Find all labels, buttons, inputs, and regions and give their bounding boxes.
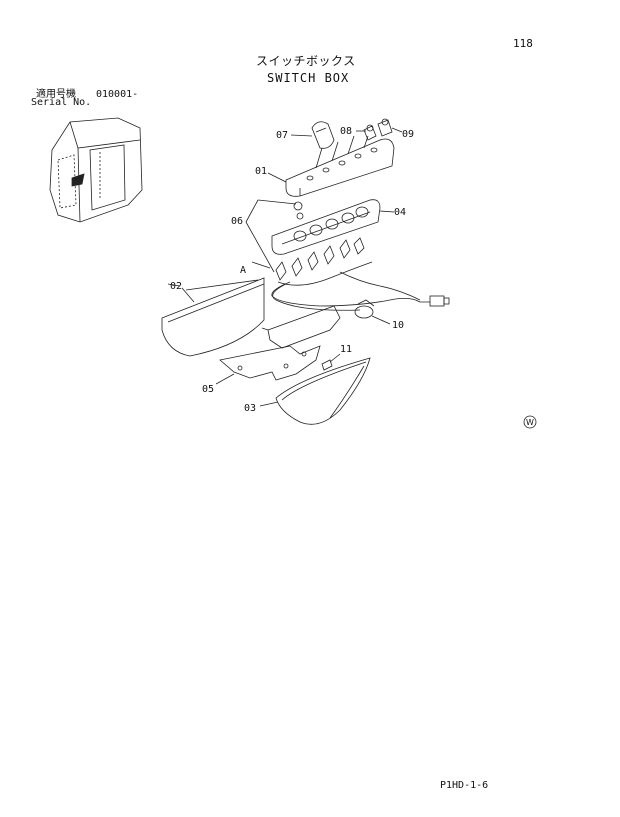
switch-bodies bbox=[275, 237, 373, 286]
callout-10: 10 bbox=[392, 320, 404, 331]
part-06-leader bbox=[245, 199, 297, 273]
callout-view-a: A bbox=[240, 265, 246, 276]
page-number: 118 bbox=[513, 37, 533, 50]
callout-09: 09 bbox=[402, 129, 414, 140]
serial-number: 010001- bbox=[96, 89, 139, 100]
page-title: SWITCH BOX bbox=[267, 71, 350, 85]
callout-06: 06 bbox=[231, 216, 243, 227]
part-04-housing bbox=[271, 199, 395, 255]
part-08-09-switches bbox=[356, 118, 403, 141]
svg-text:W: W bbox=[526, 418, 534, 427]
callout-03: 03 bbox=[244, 403, 256, 414]
callout-07: 07 bbox=[276, 130, 288, 141]
serial-label-jp: 適用号機 bbox=[36, 89, 76, 100]
cab-thumbnail bbox=[49, 117, 143, 223]
part-01-cover bbox=[267, 135, 395, 197]
part-11-bolt bbox=[321, 353, 341, 371]
w-mark: W bbox=[523, 415, 537, 429]
part-03-side-cover bbox=[259, 357, 371, 425]
part-05-bracket bbox=[215, 345, 321, 385]
callout-11: 11 bbox=[340, 344, 352, 355]
wire-harness bbox=[271, 271, 450, 311]
part-07-knob bbox=[290, 121, 335, 149]
serial-label: Serial No. bbox=[31, 97, 92, 108]
part-02-lower-cover bbox=[161, 277, 265, 357]
callout-04: 04 bbox=[394, 207, 406, 218]
part-10-clamp bbox=[354, 299, 391, 325]
bracket-plate bbox=[261, 305, 341, 349]
callout-01: 01 bbox=[255, 166, 267, 177]
view-a-leader bbox=[251, 261, 271, 269]
callout-05: 05 bbox=[202, 384, 214, 395]
callout-02: 02 bbox=[170, 281, 182, 292]
callout-08: 08 bbox=[340, 126, 352, 137]
footer-code: P1HD-1-6 bbox=[440, 780, 489, 791]
page-title-jp: スイッチボックス bbox=[256, 54, 356, 68]
